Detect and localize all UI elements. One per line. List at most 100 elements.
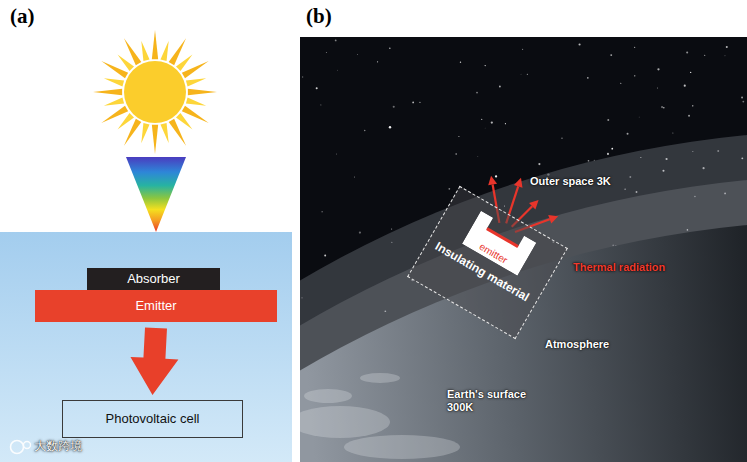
- photovoltaic-cell-box: Photovoltaic cell: [62, 400, 243, 438]
- star: [412, 102, 414, 104]
- sun-ray: [182, 61, 209, 78]
- sun-ray: [141, 123, 149, 143]
- star: [657, 87, 659, 89]
- panel-label: (b): [306, 4, 332, 28]
- star: [335, 40, 337, 42]
- emitter-layer: Emitter: [35, 290, 277, 322]
- star: [527, 74, 528, 75]
- star: [476, 92, 478, 94]
- star: [393, 106, 395, 108]
- cloud: [360, 373, 400, 383]
- sun-disc: [124, 61, 186, 123]
- sun-ray: [152, 125, 158, 154]
- star: [684, 85, 686, 87]
- star: [322, 211, 323, 212]
- star: [485, 65, 486, 66]
- star: [522, 48, 524, 50]
- star: [477, 156, 479, 158]
- sun-ray: [160, 41, 168, 61]
- sun-ray: [93, 89, 122, 95]
- sun-ray: [169, 38, 186, 65]
- absorber-layer: Absorber: [87, 268, 220, 290]
- star: [726, 46, 728, 48]
- star: [634, 47, 635, 48]
- node-text: Emitter: [135, 299, 176, 314]
- cloud: [304, 389, 352, 403]
- star: [357, 54, 359, 56]
- radiation-arrow-head: [488, 176, 497, 186]
- star: [607, 119, 609, 121]
- star: [611, 148, 613, 150]
- star: [620, 83, 621, 84]
- star: [364, 130, 366, 132]
- star: [672, 133, 673, 134]
- sun-ray: [169, 119, 186, 146]
- star: [520, 73, 522, 75]
- radiation-label: Thermal radiation: [573, 261, 665, 274]
- sun-ray: [101, 106, 128, 123]
- star: [690, 72, 691, 73]
- region-label: Earth's surface 300K: [447, 388, 547, 413]
- sun-ray: [188, 89, 217, 95]
- star: [724, 55, 726, 57]
- cloud: [300, 406, 390, 438]
- radiation-arrow-head: [514, 178, 523, 188]
- sun-ray: [118, 55, 134, 71]
- logo-ring: [11, 441, 24, 454]
- star: [588, 160, 590, 162]
- sun-ray: [124, 38, 141, 65]
- region-label: Atmosphere: [545, 338, 609, 351]
- star: [663, 107, 664, 108]
- star: [302, 76, 303, 77]
- star: [495, 175, 497, 177]
- sun-ray: [186, 97, 206, 105]
- star: [455, 153, 457, 155]
- star: [638, 116, 640, 118]
- star: [688, 115, 690, 117]
- watermark-logo: [11, 441, 31, 454]
- star: [389, 48, 391, 50]
- star: [324, 254, 326, 256]
- spectrum-arrow: [126, 157, 186, 232]
- sun: [93, 30, 217, 154]
- space-scene: [300, 37, 747, 462]
- star: [742, 101, 744, 103]
- sun-ray: [160, 123, 168, 143]
- cloud: [344, 435, 460, 459]
- star: [491, 121, 493, 123]
- star: [481, 119, 482, 120]
- insulating-enclosure: Insulating materialemitter: [407, 186, 568, 339]
- star: [354, 176, 356, 178]
- logo-ring: [24, 442, 31, 449]
- star: [316, 87, 318, 89]
- sun-ray: [124, 119, 141, 146]
- star: [741, 97, 743, 99]
- star: [448, 188, 450, 190]
- star: [627, 133, 629, 135]
- star: [692, 105, 693, 106]
- node-text: Photovoltaic cell: [106, 412, 200, 427]
- sun-ray: [118, 113, 134, 129]
- star: [391, 228, 392, 229]
- star: [458, 136, 459, 137]
- star: [610, 54, 612, 56]
- star: [359, 231, 361, 233]
- star: [389, 126, 391, 128]
- sun-ray: [182, 106, 209, 123]
- sun-ray: [152, 30, 158, 59]
- region-label: Outer space 3K: [530, 175, 611, 188]
- star: [336, 153, 337, 154]
- star: [320, 104, 321, 105]
- star: [460, 62, 461, 63]
- star: [607, 153, 609, 155]
- sun-ray: [176, 113, 192, 129]
- star: [499, 86, 501, 88]
- star: [505, 123, 506, 124]
- star: [704, 55, 705, 56]
- panel-label: (a): [10, 4, 35, 28]
- sun-ray: [176, 55, 192, 71]
- watermark: 大数跨境: [34, 440, 82, 454]
- radiation-arrow-head: [548, 215, 558, 223]
